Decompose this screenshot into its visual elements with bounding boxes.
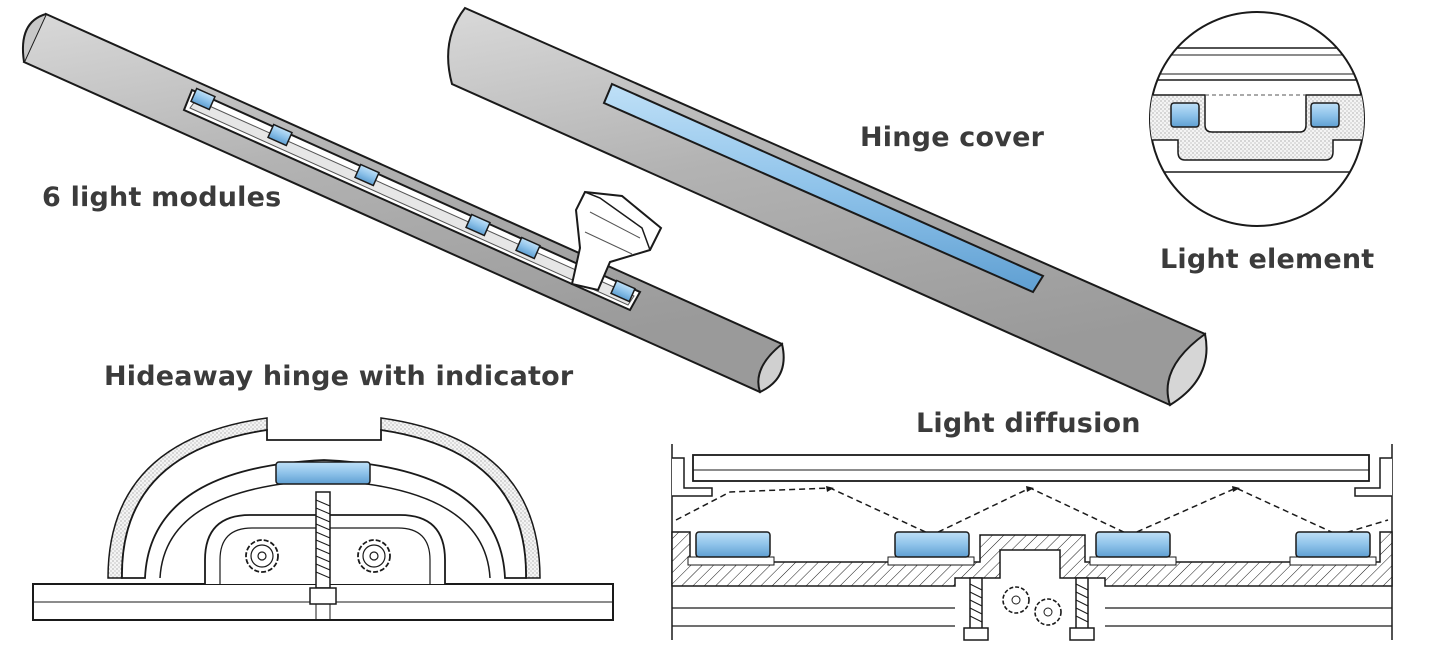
light-diffusion-section bbox=[671, 444, 1393, 641]
light-module-leds bbox=[190, 87, 636, 303]
label-hideaway-hinge: Hideaway hinge with indicator bbox=[104, 361, 574, 392]
light-element-detail bbox=[1149, 11, 1365, 227]
label-light-diffusion: Light diffusion bbox=[916, 408, 1141, 439]
gear-right bbox=[357, 539, 391, 573]
diffusion-leds bbox=[695, 531, 1371, 558]
diffusion-screws bbox=[963, 577, 1095, 641]
label-light-element: Light element bbox=[1160, 244, 1375, 275]
label-hinge-cover: Hinge cover bbox=[860, 122, 1045, 153]
light-module-tube bbox=[22, 12, 785, 394]
gear-left bbox=[245, 539, 279, 573]
hinge-bracket bbox=[570, 190, 663, 292]
screw bbox=[309, 491, 337, 620]
hideaway-hinge-section bbox=[32, 417, 614, 621]
diffusion-gears bbox=[1002, 586, 1062, 626]
label-light-modules: 6 light modules bbox=[42, 182, 282, 213]
hinge-cover-tube bbox=[447, 6, 1208, 407]
